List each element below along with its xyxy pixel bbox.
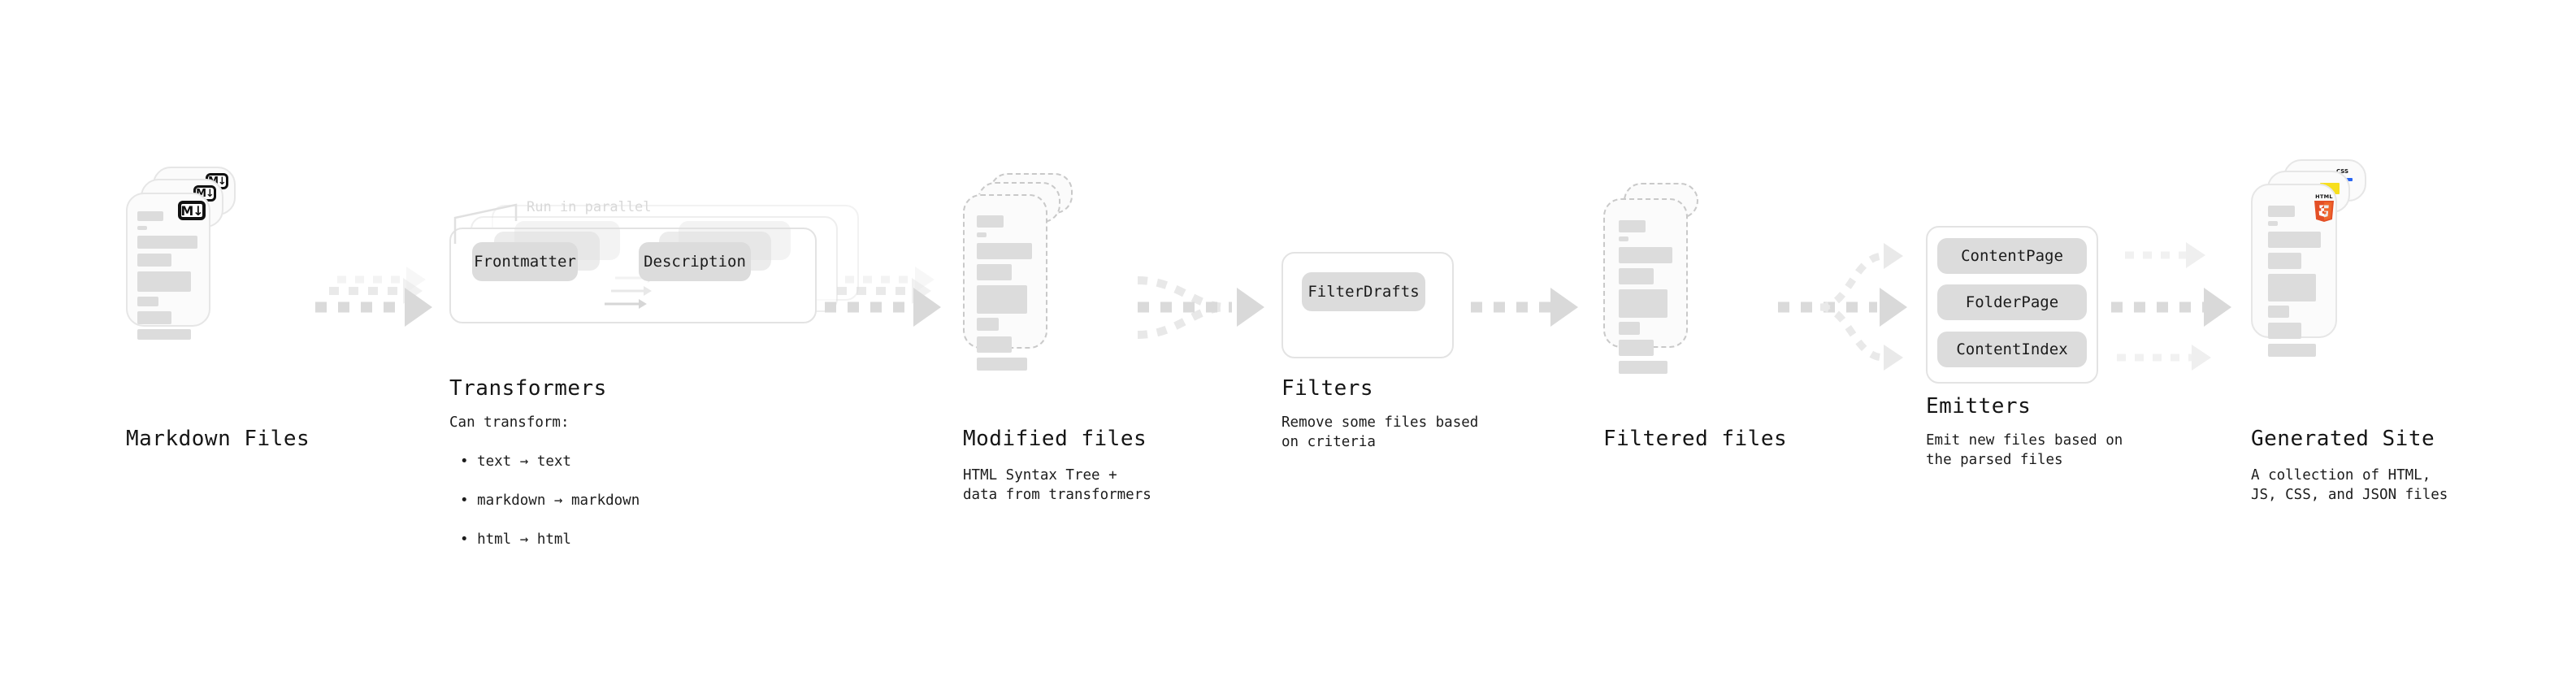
connector-emitters-to-site	[2111, 242, 2231, 371]
emitters-description: Emit new files based on the parsed files	[1926, 432, 2123, 468]
caption-filters: Filters	[1281, 376, 1374, 401]
markdown-badge-front: M↓	[178, 201, 206, 220]
pill-folderpage-label: FolderPage	[1965, 293, 2059, 311]
caption-transformers: Transformers	[449, 376, 607, 401]
pill-frontmatter[interactable]: Frontmatter	[472, 242, 578, 281]
skeleton-bar	[977, 232, 987, 237]
transform-bullet-item: • html → html	[460, 531, 571, 548]
skeleton-bar	[2268, 221, 2278, 226]
markdown-badge-arrow-mid: ↓	[206, 187, 215, 200]
transformers-bullets: • text → text • markdown → markdown • ht…	[460, 432, 640, 569]
pill-contentindex[interactable]: ContentIndex	[1937, 332, 2087, 367]
skeleton-bar	[977, 285, 1027, 314]
html5-icon: HTML	[2312, 193, 2336, 222]
skeleton-bar	[137, 236, 197, 249]
modified-files-description: HTML Syntax Tree + data from transformer…	[963, 467, 1151, 503]
modified-card-front	[963, 194, 1047, 371]
caption-emitters: Emitters	[1926, 394, 2032, 419]
pill-frontmatter-label: Frontmatter	[474, 253, 576, 271]
pill-folderpage[interactable]: FolderPage	[1937, 284, 2087, 320]
skeleton-bar	[2268, 344, 2316, 357]
markdown-badge-arrow-back: ↓	[218, 175, 227, 188]
pill-filterdrafts[interactable]: FilterDrafts	[1302, 272, 1425, 311]
skeleton-bar	[137, 271, 191, 292]
markdown-badge-arrow: ↓	[193, 202, 203, 219]
skeleton-bar	[977, 318, 999, 331]
skeleton-bar	[1619, 322, 1640, 335]
generated-site-description: A collection of HTML, JS, CSS, and JSON …	[2251, 467, 2448, 503]
skeleton-bar	[1619, 247, 1672, 263]
skeleton-bar	[2268, 232, 2321, 248]
caption-markdown-files: Markdown Files	[126, 427, 310, 451]
filtered-card-front	[1603, 198, 1688, 374]
transformers-description: Can transform:	[449, 414, 570, 431]
skeleton-bar	[2268, 206, 2295, 217]
skeleton-bar	[977, 264, 1012, 280]
skeleton-bar	[977, 358, 1027, 371]
skeleton-bar	[137, 297, 158, 306]
skeleton-bar	[1619, 361, 1667, 374]
pill-contentindex-label: ContentIndex	[1956, 340, 2068, 358]
skeleton-bar	[977, 336, 1012, 353]
transform-bullet-item: • markdown → markdown	[460, 492, 640, 509]
caption-generated-site: Generated Site	[2251, 427, 2435, 451]
skeleton-bar	[2268, 253, 2301, 269]
html5-glyph-left	[2318, 205, 2324, 217]
skeleton-bar	[1619, 289, 1667, 318]
markdown-badge-letter: M	[180, 202, 193, 219]
skeleton-bar	[2268, 323, 2301, 339]
connector-filtered-to-emitters	[1778, 243, 1907, 371]
connector-modified-to-filters	[1137, 276, 1264, 339]
skeleton-bar	[977, 215, 1004, 228]
caption-filtered-files: Filtered files	[1603, 427, 1788, 451]
skeleton-bar	[2268, 274, 2316, 301]
skeleton-bar	[137, 226, 147, 230]
css-badge-label: CSS	[2336, 168, 2349, 175]
skeleton-bar	[1619, 220, 1646, 232]
filters-description: Remove some files based on criteria	[1281, 414, 1479, 450]
skeleton-bar	[2268, 306, 2289, 318]
skeleton-bar	[1619, 340, 1654, 356]
html5-glyph-right	[2324, 205, 2329, 218]
skeleton-bar	[1619, 268, 1654, 284]
pill-description[interactable]: Description	[639, 242, 751, 281]
html5-wordmark: HTML	[2315, 193, 2333, 200]
skeleton-bar	[1619, 236, 1628, 241]
caption-modified-files: Modified files	[963, 427, 1147, 451]
markdown-card-front	[126, 193, 210, 340]
pill-description-label: Description	[644, 253, 746, 271]
skeleton-bar	[137, 329, 191, 340]
skeleton-bar	[137, 254, 171, 267]
pill-contentpage-label: ContentPage	[1961, 247, 2063, 265]
skeleton-bar	[137, 211, 163, 221]
transform-bullet-item: • text → text	[460, 453, 571, 470]
skeleton-bar	[137, 311, 171, 324]
connector-markdown-to-transformers	[315, 267, 432, 327]
run-in-parallel-label: Run in parallel	[527, 199, 652, 215]
skeleton-bar	[977, 243, 1032, 259]
connector-filters-to-filtered	[1471, 288, 1578, 327]
pill-filterdrafts-label: FilterDrafts	[1308, 283, 1420, 301]
pill-contentpage[interactable]: ContentPage	[1937, 238, 2087, 274]
